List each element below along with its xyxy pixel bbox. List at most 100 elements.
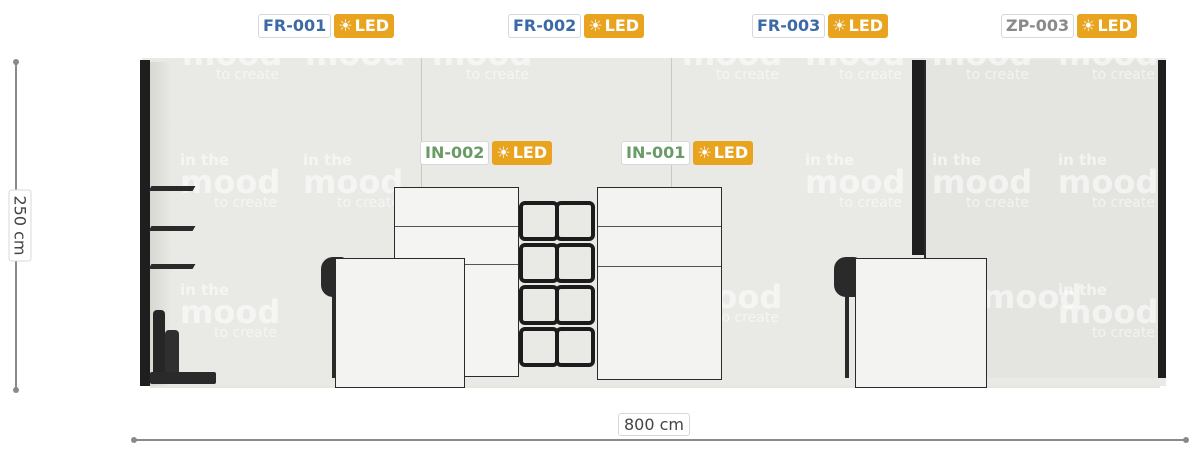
sun-icon: ☀ <box>697 143 712 162</box>
branding-prefix: in the <box>180 281 230 299</box>
branding-word: mood <box>1058 293 1159 331</box>
branding-tagline: to create <box>216 67 279 83</box>
front-counter-right <box>855 258 987 388</box>
branding-watermark: mood to create <box>432 35 533 83</box>
branding-prefix: in the <box>1058 281 1108 299</box>
branding-word: mood <box>305 35 406 73</box>
led-badge: ☀ LED <box>828 14 889 38</box>
branding-watermark: in the mood to create <box>932 151 1033 211</box>
branding-watermark: mood to create <box>682 35 783 83</box>
left-frame-post <box>140 60 150 386</box>
branding-watermark: in the mood to create <box>180 151 281 211</box>
middle-right-post <box>912 60 924 255</box>
counter-top-band <box>598 226 721 227</box>
led-badge: ☀ LED <box>693 141 754 165</box>
branding-watermark: in the mood to create <box>180 281 281 341</box>
branding-watermark: mood to create <box>1058 35 1159 83</box>
branding-word: mood <box>805 163 906 201</box>
wall-seam <box>421 58 422 208</box>
tag-code: IN-001 <box>621 141 691 165</box>
led-label: LED <box>848 16 884 35</box>
tag-code: FR-002 <box>508 14 582 38</box>
floor-display-item <box>153 310 165 380</box>
branding-prefix: in the <box>303 151 353 169</box>
branding-watermark: mood to create <box>932 35 1033 83</box>
tag-fr-003: FR-003 ☀ LED <box>752 13 889 39</box>
tag-in-002: IN-002 ☀ LED <box>420 140 553 166</box>
branding-word: mood <box>432 35 533 73</box>
branding-word: mood <box>180 293 281 331</box>
cube-shelving-unit <box>517 200 597 370</box>
wall-seam <box>671 58 672 188</box>
led-badge: ☀ LED <box>584 14 645 38</box>
branding-watermark: mood <box>982 278 1083 316</box>
sun-icon: ☀ <box>832 16 847 35</box>
floor-display-base <box>150 372 216 384</box>
branding-tagline: to create <box>214 325 277 341</box>
branding-word: mood <box>1058 35 1159 73</box>
sun-icon: ☀ <box>338 16 353 35</box>
tag-fr-001: FR-001 ☀ LED <box>258 13 395 39</box>
branding-tagline: to create <box>839 195 902 211</box>
branding-tagline: to create <box>1092 325 1155 341</box>
branding-watermark: mood to create <box>182 35 283 83</box>
tag-fr-002: FR-002 ☀ LED <box>508 13 645 39</box>
branding-tagline: to create <box>214 195 277 211</box>
tag-code: FR-003 <box>752 14 826 38</box>
led-badge: ☀ LED <box>492 141 553 165</box>
branding-prefix: in the <box>805 151 855 169</box>
branding-word: mood <box>303 163 404 201</box>
right-frame-post <box>1156 60 1166 378</box>
bar-stool-leg <box>332 290 336 378</box>
branding-watermark: in the mood to create <box>805 151 906 211</box>
sun-icon: ☀ <box>496 143 511 162</box>
branding-watermark: in the mood to create <box>1058 281 1159 341</box>
branding-word: mood <box>805 35 906 73</box>
tag-code: IN-002 <box>420 141 490 165</box>
led-badge: ☀ LED <box>1077 14 1137 38</box>
counter-in-001 <box>597 187 722 380</box>
tag-code: FR-001 <box>258 14 332 38</box>
led-badge: ☀ LED <box>334 14 395 38</box>
branding-tagline: to create <box>966 67 1029 83</box>
cube-shelving-graphic <box>519 201 595 367</box>
tag-in-001: IN-001 ☀ LED <box>621 140 754 166</box>
front-counter-left <box>335 258 465 388</box>
branding-tagline: to create <box>466 67 529 83</box>
branding-word: mood <box>682 35 783 73</box>
height-dimension-end <box>13 387 19 393</box>
branding-watermark: in the mood to create <box>303 151 404 211</box>
counter-top-band <box>395 226 518 227</box>
sun-icon: ☀ <box>588 16 603 35</box>
branding-tagline: to create <box>337 195 400 211</box>
led-label: LED <box>1097 16 1132 35</box>
branding-watermark: mood to create <box>805 35 906 83</box>
led-label: LED <box>512 143 548 162</box>
branding-prefix: in the <box>1058 151 1108 169</box>
branding-watermark: mood <box>305 35 406 73</box>
width-dimension-label: 800 cm <box>618 413 691 436</box>
led-label: LED <box>354 16 390 35</box>
counter-band <box>598 266 721 267</box>
led-label: LED <box>713 143 749 162</box>
branding-word: mood <box>180 163 281 201</box>
left-frame-edge <box>150 62 172 386</box>
branding-prefix: in the <box>932 151 982 169</box>
branding-tagline: to create <box>1092 67 1155 83</box>
branding-tagline: to create <box>1092 195 1155 211</box>
height-dimension-end <box>13 59 19 65</box>
branding-word: mood <box>182 35 283 73</box>
branding-watermark: in the mood to create <box>1058 151 1159 211</box>
branding-word: mood <box>932 35 1033 73</box>
branding-word: mood <box>932 163 1033 201</box>
height-dimension-label: 250 cm <box>8 189 32 262</box>
branding-tagline: to create <box>966 195 1029 211</box>
bar-stool-leg <box>845 290 849 378</box>
width-dimension-end <box>1183 437 1189 443</box>
branding-prefix: in the <box>180 151 230 169</box>
branding-word: mood <box>1058 163 1159 201</box>
branding-tagline: to create <box>839 67 902 83</box>
branding-tagline: to create <box>716 67 779 83</box>
branding-tagline: to create <box>716 310 779 326</box>
branding-word: mood <box>982 278 1083 316</box>
